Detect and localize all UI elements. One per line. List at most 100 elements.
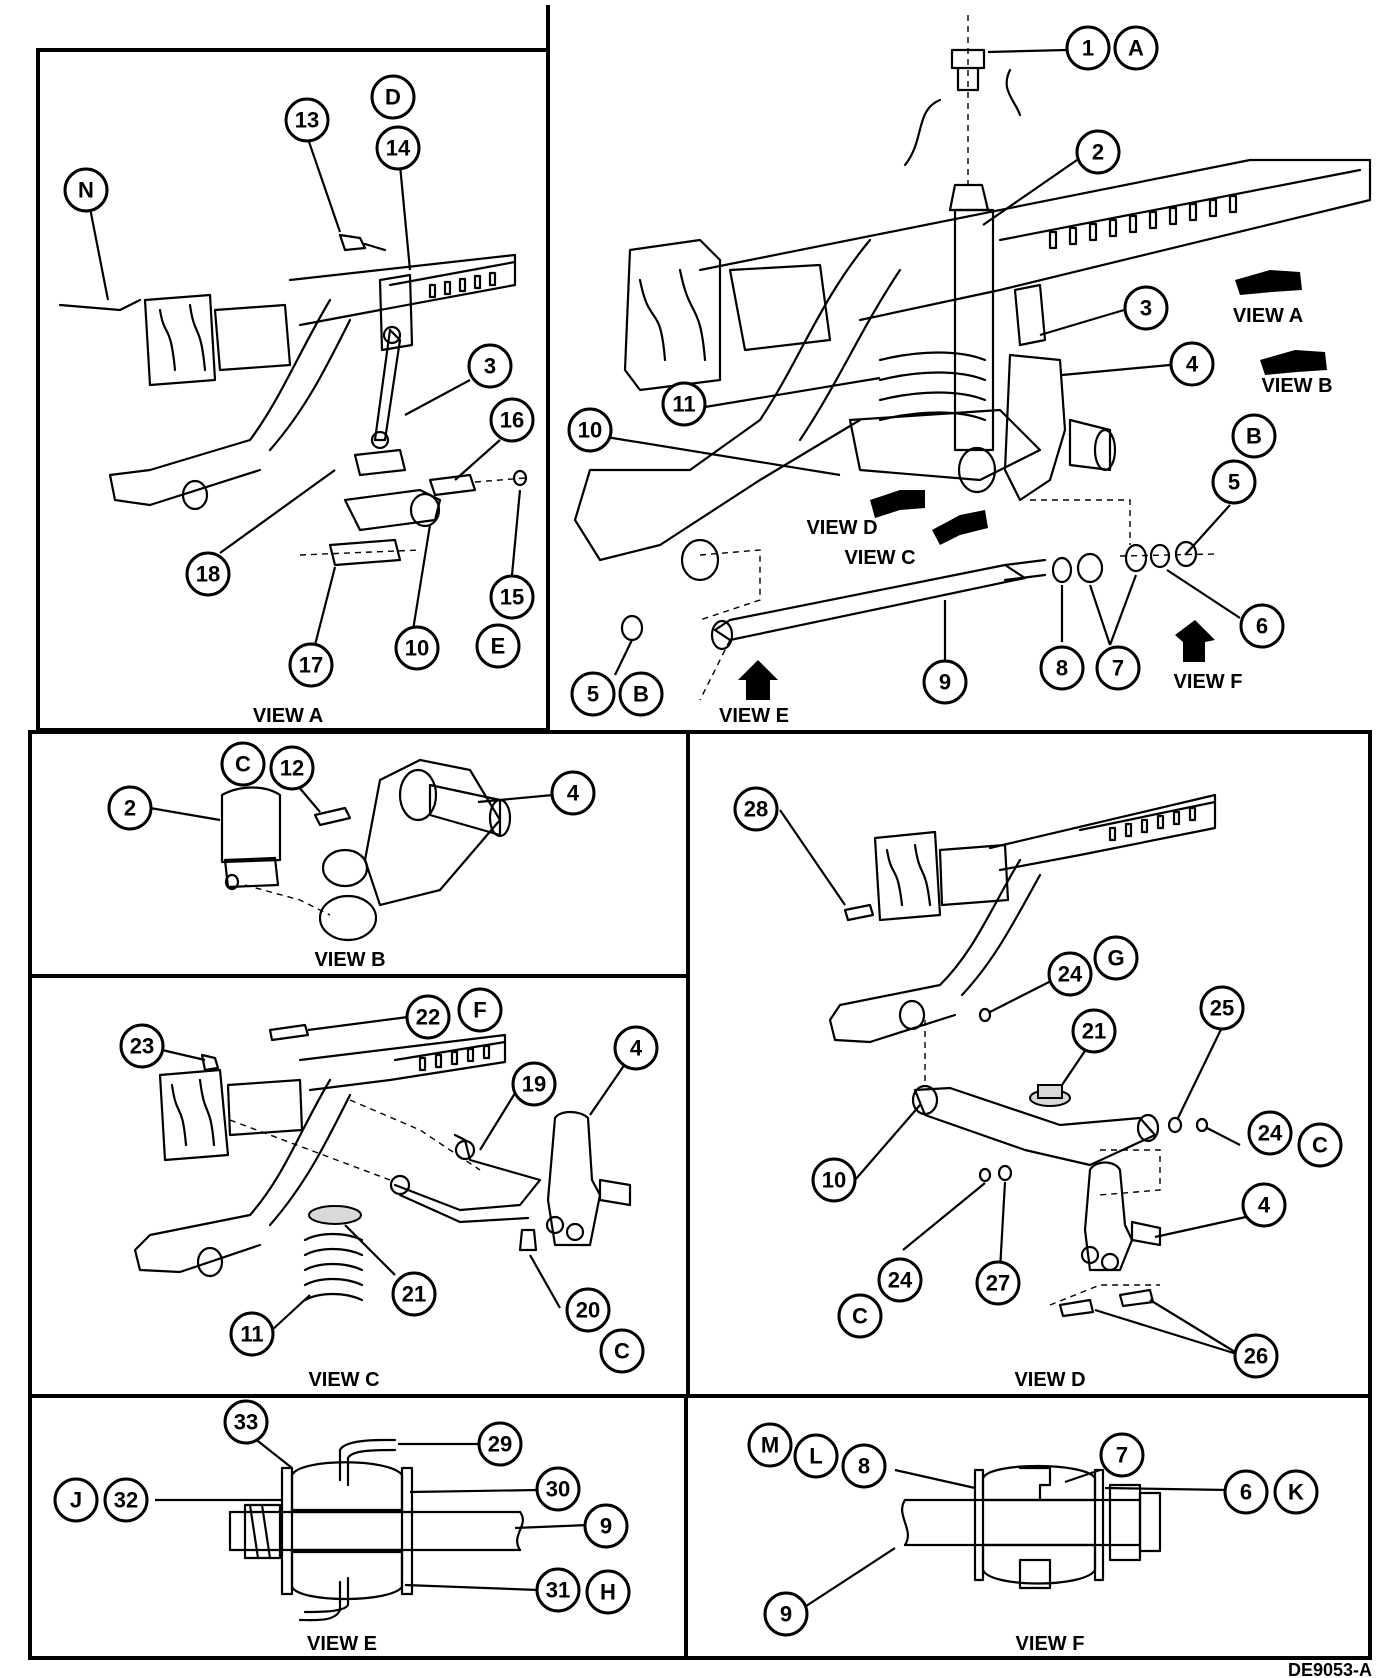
svg-text:7: 7	[1112, 656, 1124, 681]
main-label-view-d: VIEW D	[806, 517, 877, 539]
svg-text:C: C	[1312, 1133, 1328, 1158]
svg-text:8: 8	[1056, 656, 1068, 681]
svg-text:10: 10	[405, 636, 429, 661]
svg-text:30: 30	[546, 1477, 570, 1502]
callout-vc-19: 19	[511, 1061, 557, 1107]
view-e-drawing	[155, 1437, 589, 1622]
svg-text:7: 7	[1116, 1443, 1128, 1468]
label-view-e: VIEW E	[307, 1633, 377, 1655]
svg-text:19: 19	[522, 1072, 546, 1097]
callout-va-e: E	[475, 623, 521, 669]
frame-view-d	[686, 730, 1372, 1398]
callout-main-b-bottom: B	[618, 671, 664, 717]
svg-text:A: A	[1128, 36, 1144, 61]
svg-text:5: 5	[587, 682, 599, 707]
svg-text:31: 31	[546, 1578, 570, 1603]
svg-text:4: 4	[567, 781, 580, 806]
callout-vf-9: 9	[763, 1591, 809, 1637]
arrow-view-b	[1260, 350, 1327, 375]
svg-text:25: 25	[1210, 996, 1234, 1021]
callout-vd-27: 27	[975, 1260, 1021, 1306]
callout-va-15: 15	[489, 574, 535, 620]
callout-vd-26: 26	[1233, 1333, 1279, 1379]
callout-main-5-right: 5	[1211, 459, 1257, 505]
callout-vf-m: M	[747, 1422, 793, 1468]
svg-text:M: M	[761, 1433, 779, 1458]
view-d-drawing	[779, 793, 1256, 1357]
label-view-a: VIEW A	[253, 705, 323, 727]
label-view-f: VIEW F	[1016, 1633, 1085, 1655]
svg-text:K: K	[1288, 1480, 1304, 1505]
svg-text:6: 6	[1240, 1480, 1252, 1505]
svg-text:33: 33	[234, 1410, 258, 1435]
svg-text:21: 21	[1082, 1019, 1106, 1044]
svg-text:6: 6	[1256, 614, 1268, 639]
callout-main-a: A	[1113, 25, 1159, 71]
callout-main-8: 8	[1039, 645, 1085, 691]
callout-va-18: 18	[185, 551, 231, 597]
callout-vb-4: 4	[550, 770, 596, 816]
callout-va-13: 13	[284, 97, 330, 143]
callout-vd-g: G	[1093, 935, 1139, 981]
callout-vc-20: 20	[565, 1287, 611, 1333]
svg-text:21: 21	[402, 1282, 426, 1307]
callout-va-n: N	[63, 167, 109, 213]
svg-text:26: 26	[1244, 1344, 1268, 1369]
svg-text:2: 2	[124, 796, 136, 821]
svg-text:4: 4	[1186, 352, 1199, 377]
callout-vd-24-top: 24	[1047, 951, 1093, 997]
callout-vd-4: 4	[1241, 1182, 1287, 1228]
callout-va-16: 16	[489, 397, 535, 443]
main-label-view-c: VIEW C	[844, 547, 915, 569]
callout-main-6: 6	[1239, 603, 1285, 649]
svg-text:N: N	[78, 178, 94, 203]
main-label-view-a: VIEW A	[1233, 305, 1303, 327]
callout-main-3: 3	[1123, 285, 1169, 331]
callout-ve-33: 33	[223, 1399, 269, 1445]
callout-vb-2: 2	[107, 785, 153, 831]
svg-text:C: C	[852, 1304, 868, 1329]
callout-main-2: 2	[1075, 129, 1121, 175]
callout-vd-c-bottom: C	[837, 1293, 883, 1339]
svg-text:3: 3	[484, 354, 496, 379]
label-view-c: VIEW C	[308, 1369, 379, 1391]
view-a-drawing	[58, 135, 528, 646]
callout-main-7: 7	[1095, 645, 1141, 691]
arrow-view-c	[932, 510, 988, 545]
callout-main-9: 9	[922, 659, 968, 705]
arrow-view-a	[1235, 270, 1302, 295]
svg-text:F: F	[473, 998, 486, 1023]
svg-text:32: 32	[114, 1488, 138, 1513]
svg-text:B: B	[633, 682, 649, 707]
view-c-drawing	[133, 1015, 637, 1331]
svg-text:H: H	[600, 1580, 616, 1605]
svg-text:13: 13	[295, 108, 319, 133]
callout-main-b-top: B	[1231, 413, 1277, 459]
svg-text:11: 11	[672, 392, 695, 417]
callout-va-14: 14	[375, 125, 421, 171]
main-label-view-f: VIEW F	[1174, 671, 1243, 693]
svg-text:16: 16	[500, 408, 524, 433]
svg-text:12: 12	[280, 756, 304, 781]
svg-text:18: 18	[196, 562, 220, 587]
svg-text:4: 4	[1258, 1193, 1271, 1218]
svg-text:B: B	[1246, 424, 1262, 449]
main-label-view-e: VIEW E	[719, 705, 789, 727]
arrow-view-d	[870, 490, 925, 518]
callout-ve-9: 9	[583, 1503, 629, 1549]
svg-text:D: D	[385, 85, 401, 110]
callout-vf-6: 6	[1223, 1469, 1269, 1515]
callout-va-3: 3	[467, 343, 513, 389]
callout-vf-8: 8	[841, 1443, 887, 1489]
callout-vd-25: 25	[1199, 985, 1245, 1031]
svg-text:24: 24	[1258, 1121, 1283, 1146]
callout-main-5-left: 5	[570, 671, 616, 717]
callout-ve-30: 30	[535, 1466, 581, 1512]
callout-vc-4: 4	[613, 1025, 659, 1071]
svg-text:E: E	[491, 634, 506, 659]
svg-text:J: J	[70, 1488, 82, 1513]
label-view-d: VIEW D	[1014, 1369, 1085, 1391]
svg-text:4: 4	[630, 1036, 643, 1061]
callout-ve-32: 32	[103, 1477, 149, 1523]
